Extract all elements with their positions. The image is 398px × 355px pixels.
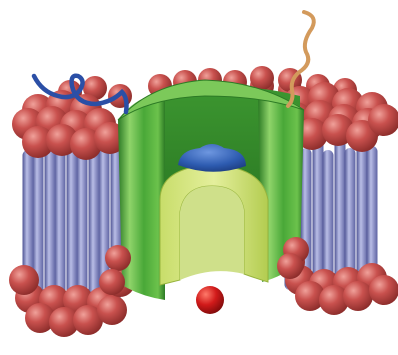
lipid-tail: [55, 133, 66, 300]
left-lipid-block: [9, 90, 135, 337]
lipid-tail: [323, 150, 334, 290]
lipid-tail: [45, 148, 56, 300]
lipid-head: [99, 269, 125, 295]
lipid-tail: [335, 136, 346, 290]
lipid-head: [105, 245, 131, 271]
lipid-tail: [77, 136, 88, 300]
channel-protein: [118, 80, 304, 300]
ion: [196, 286, 224, 314]
lipid-head: [369, 275, 398, 305]
lipid-tail: [89, 152, 100, 300]
lipid-head: [9, 265, 39, 295]
lipid-head: [250, 66, 274, 90]
lipid-head: [97, 295, 127, 325]
lipid-tail: [67, 150, 78, 300]
lipid-head: [277, 253, 303, 279]
lipid-tail: [313, 133, 324, 290]
lipid-head: [343, 281, 373, 311]
channel-pore: [180, 186, 244, 280]
